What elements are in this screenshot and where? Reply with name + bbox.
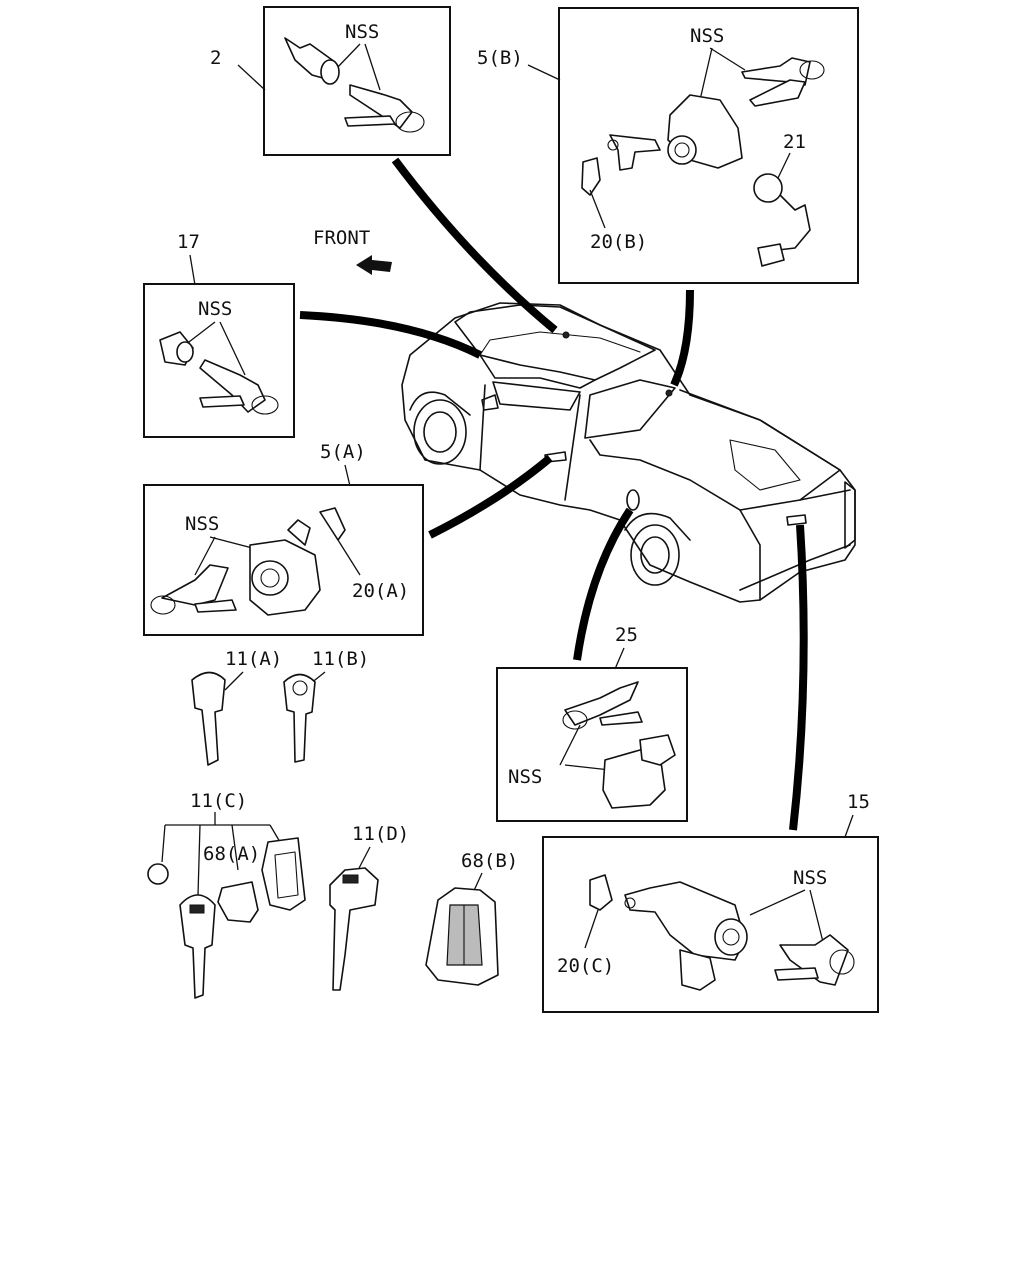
callout-5a: 5(A) xyxy=(320,441,366,463)
callout-11b: 11(B) xyxy=(312,648,369,670)
keys-11a-11b: 11(A) 11(B) xyxy=(191,648,369,766)
nss-label-5a: NSS xyxy=(185,513,219,535)
key-11a-icon xyxy=(191,671,226,766)
callout-11a: 11(A) xyxy=(225,648,282,670)
callout-25: 25 xyxy=(615,624,638,646)
callout-15: 15 xyxy=(847,791,870,813)
nss-label-2: NSS xyxy=(345,21,379,43)
callout-20a: 20(A) xyxy=(352,580,409,602)
key-icon xyxy=(349,84,413,129)
key-shell-icon xyxy=(261,837,306,911)
clip-20b-icon xyxy=(581,157,601,196)
clip-20a-icon xyxy=(319,507,346,541)
callout-11d: 11(D) xyxy=(352,823,409,845)
cover-68a-icon xyxy=(217,881,259,923)
nss-label-15: NSS xyxy=(793,867,827,889)
pickup-truck-illustration xyxy=(401,302,856,603)
part-2-ignition-cylinder: 2 NSS xyxy=(210,6,451,156)
nss-label-25: NSS xyxy=(508,766,542,788)
key-11d: 11(D) xyxy=(329,823,409,991)
part-17-lock-cylinder: 17 NSS xyxy=(143,231,295,438)
part-25-fuel-lid-lock: 25 NSS xyxy=(496,624,688,822)
clip-20c-icon xyxy=(589,874,613,911)
callout-5b: 5(B) xyxy=(477,47,523,69)
key-11d-icon xyxy=(329,867,379,991)
callout-68b: 68(B) xyxy=(461,850,518,872)
callout-17: 17 xyxy=(177,231,200,253)
connector-lines xyxy=(299,157,808,831)
ring-icon xyxy=(147,863,169,885)
key-icon-25 xyxy=(564,681,639,726)
front-label: FRONT xyxy=(313,227,370,249)
key-11b-icon xyxy=(283,673,316,763)
switch-21-icon xyxy=(753,173,783,203)
part-5a-door-lock-cylinder: 5(A) NSS 20(A) xyxy=(143,441,424,636)
callout-20c: 20(C) xyxy=(557,955,614,977)
callout-68a: 68(A) xyxy=(203,843,260,865)
cover-68b: 68(B) xyxy=(425,850,518,986)
key-icon-5b xyxy=(741,57,811,86)
key-icon-15 xyxy=(779,934,849,986)
part-15-tailgate-lock: 15 NSS 20(C) xyxy=(542,791,879,1013)
front-direction-indicator: FRONT xyxy=(313,227,392,275)
nss-label-17: NSS xyxy=(198,298,232,320)
callout-11c: 11(C) xyxy=(190,790,247,812)
part-5b-door-lock-cylinder: 5(B) NSS 20(B) 21 xyxy=(477,7,859,284)
key-icon-17 xyxy=(199,359,266,413)
callout-20b: 20(B) xyxy=(590,231,647,253)
nss-label-5b: NSS xyxy=(690,25,724,47)
keys-11c-68a: 11(C) 68(A) xyxy=(147,790,306,999)
key-11c-icon xyxy=(179,894,216,999)
front-arrow-icon xyxy=(356,255,392,275)
callout-21: 21 xyxy=(783,131,806,153)
callout-2: 2 xyxy=(210,47,221,69)
